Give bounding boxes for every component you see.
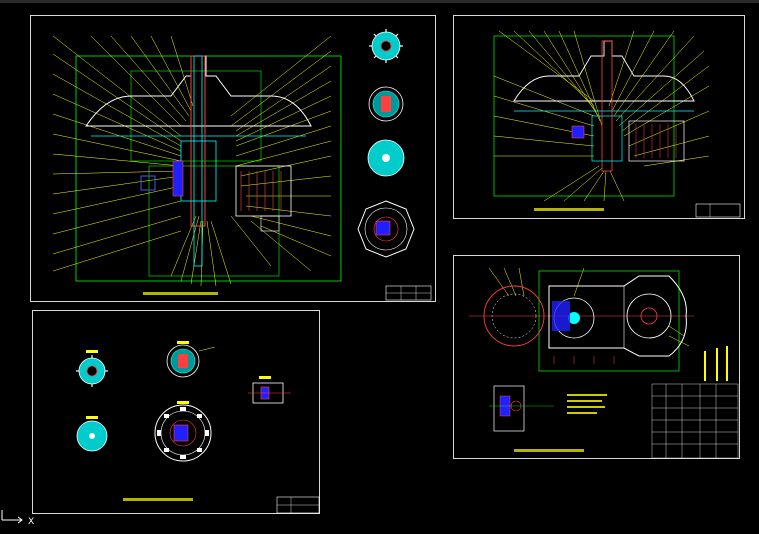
main-assembly-drawing (52, 29, 432, 301)
ucs-x-label: X (28, 517, 34, 527)
flange-part (154, 401, 212, 462)
gear-part-2 (166, 341, 216, 378)
gear-part-3 (76, 416, 108, 452)
gear-section-b (368, 86, 404, 122)
assembly-variant-drawing (493, 30, 741, 218)
gear-section-a (369, 29, 403, 63)
shaft-part (248, 376, 291, 404)
housing-section (489, 385, 554, 432)
gearbox-drawing (469, 267, 739, 459)
parts-list-table (651, 383, 739, 459)
main-assembly-sheet[interactable] (30, 15, 436, 302)
parts-detail-sheet[interactable] (32, 310, 320, 514)
gear-section-d (357, 200, 415, 258)
parts-detail-drawing (76, 341, 320, 514)
assembly-variant-sheet[interactable] (453, 15, 745, 219)
toolbar-strip (0, 0, 759, 3)
gearbox-sheet[interactable] (453, 255, 740, 459)
ucs-axis-icon: X (1, 510, 34, 527)
gear-section-c (367, 139, 405, 177)
gear-part-1 (76, 350, 108, 387)
